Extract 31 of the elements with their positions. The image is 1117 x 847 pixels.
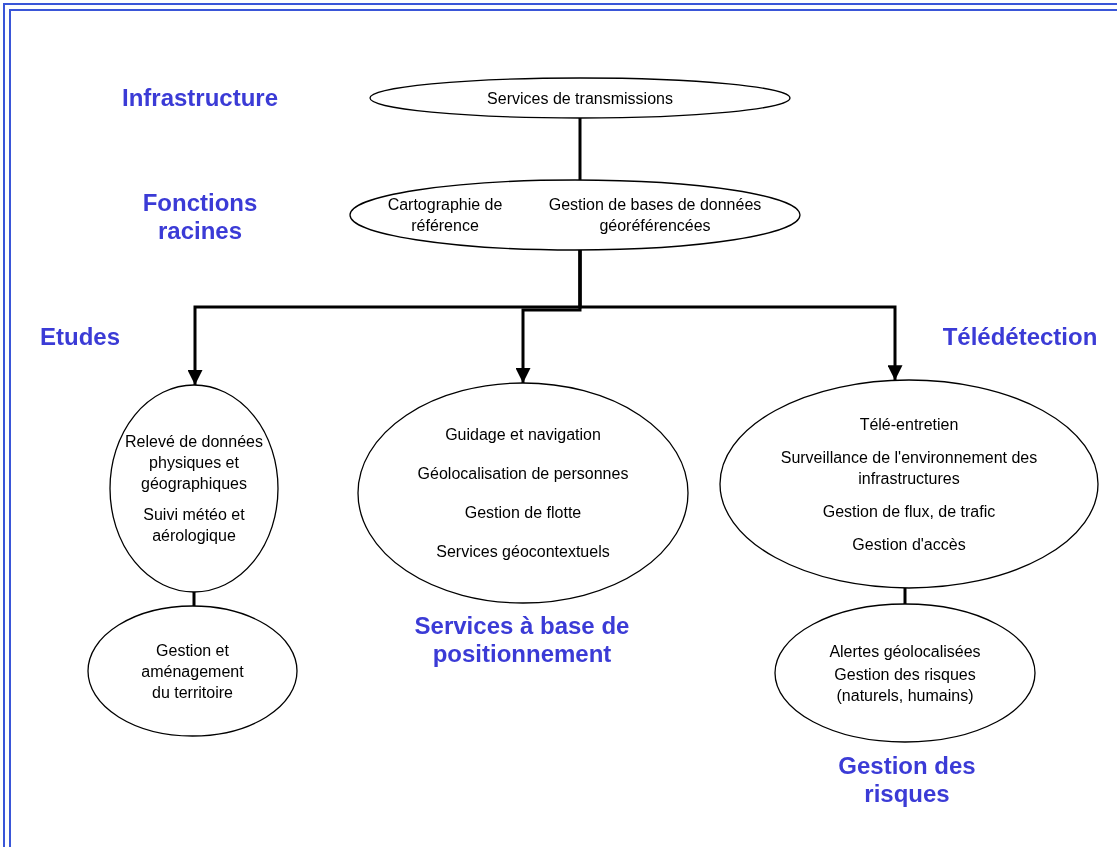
node-text: Guidage et navigation xyxy=(445,425,601,445)
node-text: Gestion de flux, de trafic xyxy=(822,501,996,522)
connector-line xyxy=(578,118,582,180)
node-text: Services de transmissions xyxy=(487,88,673,109)
node-text: Gestion de flotte xyxy=(464,503,582,523)
ellipse-node xyxy=(350,180,800,250)
node-text: Suivi météo et aérologique xyxy=(142,505,246,546)
node-text: Relevé de données physiques et géographiques xyxy=(124,432,264,494)
ellipse-node xyxy=(775,604,1035,742)
ellipse-node xyxy=(358,383,688,603)
section-heading: Fonctions racines xyxy=(141,189,259,245)
section-heading: Gestion des risques xyxy=(837,752,977,808)
section-heading: Infrastructure xyxy=(120,84,279,112)
section-heading: Télédétection xyxy=(941,323,1099,351)
section-heading: Services à base de positionnement xyxy=(413,612,631,668)
ellipse-node xyxy=(370,78,790,118)
node-text: Alertes géolocalisées xyxy=(829,641,981,662)
ellipse-node xyxy=(720,380,1098,588)
ellipse-node xyxy=(110,385,278,592)
node-text: Géolocalisation de personnes xyxy=(417,464,629,484)
section-heading: Etudes xyxy=(39,323,121,351)
node-text: Gestion des risques (naturels, humains) xyxy=(833,664,977,706)
node-text: Gestion et aménagement du territoire xyxy=(140,640,245,703)
node-text: Cartographie de référence xyxy=(386,195,504,236)
ellipse-node xyxy=(88,606,297,736)
node-text: Gestion d'accès xyxy=(852,534,966,555)
node-text: Surveillance de l'environnement des infrastructures xyxy=(779,447,1039,489)
node-text: Services géocontextuels xyxy=(436,542,610,562)
arrow xyxy=(578,250,903,381)
node-text: Gestion de bases de données géoréférencées xyxy=(547,195,763,236)
node-text: Télé-entretien xyxy=(859,414,959,435)
